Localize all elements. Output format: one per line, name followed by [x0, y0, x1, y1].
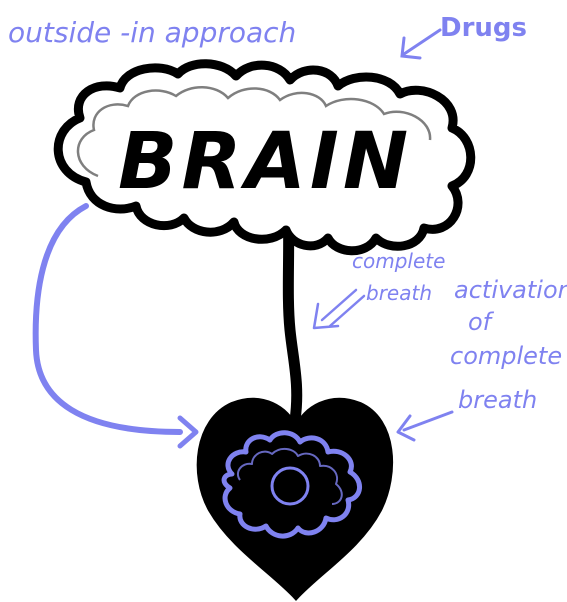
brain-title: BRAIN [118, 117, 412, 207]
activation-label-line3: complete [450, 342, 562, 370]
activation-label-line2: of [468, 308, 495, 336]
activation-label-line4: breath [458, 386, 537, 414]
activation-arrow-icon [398, 412, 452, 440]
complete-breath-arrow-icon [314, 290, 364, 328]
complete-breath-label-line1: complete [352, 249, 445, 273]
drugs-label: Drugs [440, 13, 527, 43]
activation-label-line1: activation [454, 276, 567, 304]
heart-shape [199, 400, 391, 598]
outside-in-caption: outside -in approach [8, 16, 296, 49]
drugs-arrow-icon [402, 30, 440, 58]
feedback-loop-arrow-icon [36, 206, 196, 446]
complete-breath-label-line2: breath [366, 281, 432, 305]
